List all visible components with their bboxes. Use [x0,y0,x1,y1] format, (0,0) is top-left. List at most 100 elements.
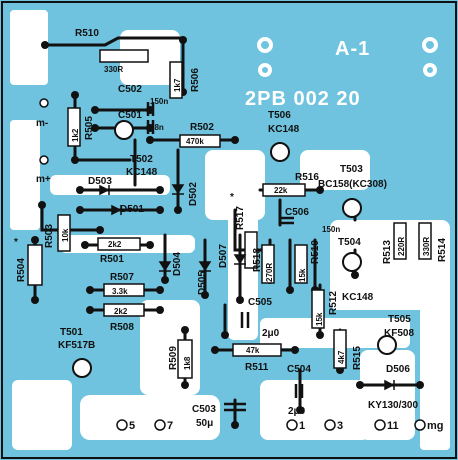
d504-ref: D504 [172,252,183,276]
r512-ref: R512 [328,291,339,315]
t501-value: KF517B [58,340,95,351]
r516-value: 22k [274,186,288,195]
r516-ref: R516 [295,172,319,183]
r508-value: 2k2 [114,307,128,316]
r519-value: 15k [298,268,307,282]
t506-ref: T506 [268,110,291,121]
r519-ref: R519 [310,240,321,264]
t503-value: BC158(KC308) [318,179,387,190]
r518-ref: R518 [252,248,263,272]
c504-value: 2μ0 [288,406,306,417]
r505-value: 1k2 [71,128,80,142]
terminal-3-label: 3 [337,420,343,432]
r502-value: 470k [186,137,204,146]
t502-ref: T502 [130,154,153,165]
transistors [72,120,397,378]
c502-ref: C502 [118,84,142,95]
r504-body [27,244,43,286]
r519-body [294,244,308,284]
r511-value: 47k [246,346,260,355]
c503-value: 50μ [196,418,213,429]
r510-body [99,49,149,63]
c505-value: 2μ0 [262,328,280,339]
terminal-m-plus-label: m+ [36,174,51,185]
r512-value: 15k [315,312,324,326]
t505-value: KF508 [384,328,414,339]
r506-value: 1k7 [173,78,182,92]
capacitors [146,102,304,412]
c505-ref: C505 [248,297,272,308]
r516-body [262,183,306,197]
r517-ref: R517 [235,206,246,230]
r515-value: 4k7 [337,350,346,364]
t503-ref: T503 [340,164,363,175]
c506-ref: C506 [285,207,309,218]
r517-body [244,231,258,269]
r502-body [179,134,221,148]
r518-value: 270R [265,263,274,282]
diodes [99,184,395,391]
r509-ref: R509 [168,346,179,370]
r506-body [169,61,183,99]
r510-ref: R510 [75,28,99,39]
t502-symbol [114,120,134,140]
r503-value: 10k [61,228,70,242]
r508-body [103,303,145,317]
r512-body [311,289,325,329]
mounting-holes [257,37,438,77]
d507-ref: D507 [218,244,229,268]
r504-star: * [14,237,18,248]
t504-value: KC148 [342,292,374,303]
t506-symbol [270,142,290,162]
r508-ref: R508 [110,322,134,333]
part-number: 2PB 002 20 [245,88,361,110]
d506-value: KY130/300 [368,400,418,411]
r504-ref: R504 [16,258,27,282]
r509-body [177,339,193,379]
t505-symbol [377,335,397,355]
r507-ref: R507 [110,272,134,283]
r513-value: 220R [397,237,406,256]
r517-star: * [230,192,234,203]
r502-ref: R502 [190,122,214,133]
t505-ref: T505 [388,314,411,325]
terminal-m-minus [39,98,49,108]
c501-ref: C501 [118,110,142,121]
t503-symbol [342,198,362,218]
t501-ref: T501 [60,327,83,338]
resistor-bodies [27,49,432,379]
r514-ref: R514 [437,238,448,262]
r511-ref: R511 [245,362,269,373]
d506-ref: D506 [386,364,410,375]
r511-body [232,343,282,357]
r510-value: 330R [104,65,123,74]
r514-value: 330R [422,237,431,256]
c502-value: 150n [150,97,168,106]
d503-ref: D503 [88,176,112,187]
r503-ref: R503 [44,224,55,248]
board-id: A-1 [335,38,370,60]
c501-value: 68n [150,123,164,132]
t504-ref: T504 [338,237,361,248]
terminal-m-plus [39,155,49,165]
r509-value: 1k8 [183,356,192,370]
terminal-1-label: 1 [299,420,305,432]
terminal-7-label: 7 [167,420,173,432]
c503-ref: C503 [192,404,216,415]
r501-ref: R501 [100,254,124,265]
c504-ref: C504 [287,364,311,375]
r514-body [418,222,432,260]
d502-ref: D502 [188,182,199,206]
t501-symbol [72,358,92,378]
r515-body [333,329,347,369]
d505-ref: D505 [197,271,208,295]
r503-body [57,214,71,252]
r513-body [393,222,407,260]
t504-symbol [342,252,362,272]
r515-ref: R515 [352,346,363,370]
d501-ref: D501 [120,204,144,215]
r507-body [103,283,145,297]
terminal-m-minus-label: m- [36,118,48,129]
